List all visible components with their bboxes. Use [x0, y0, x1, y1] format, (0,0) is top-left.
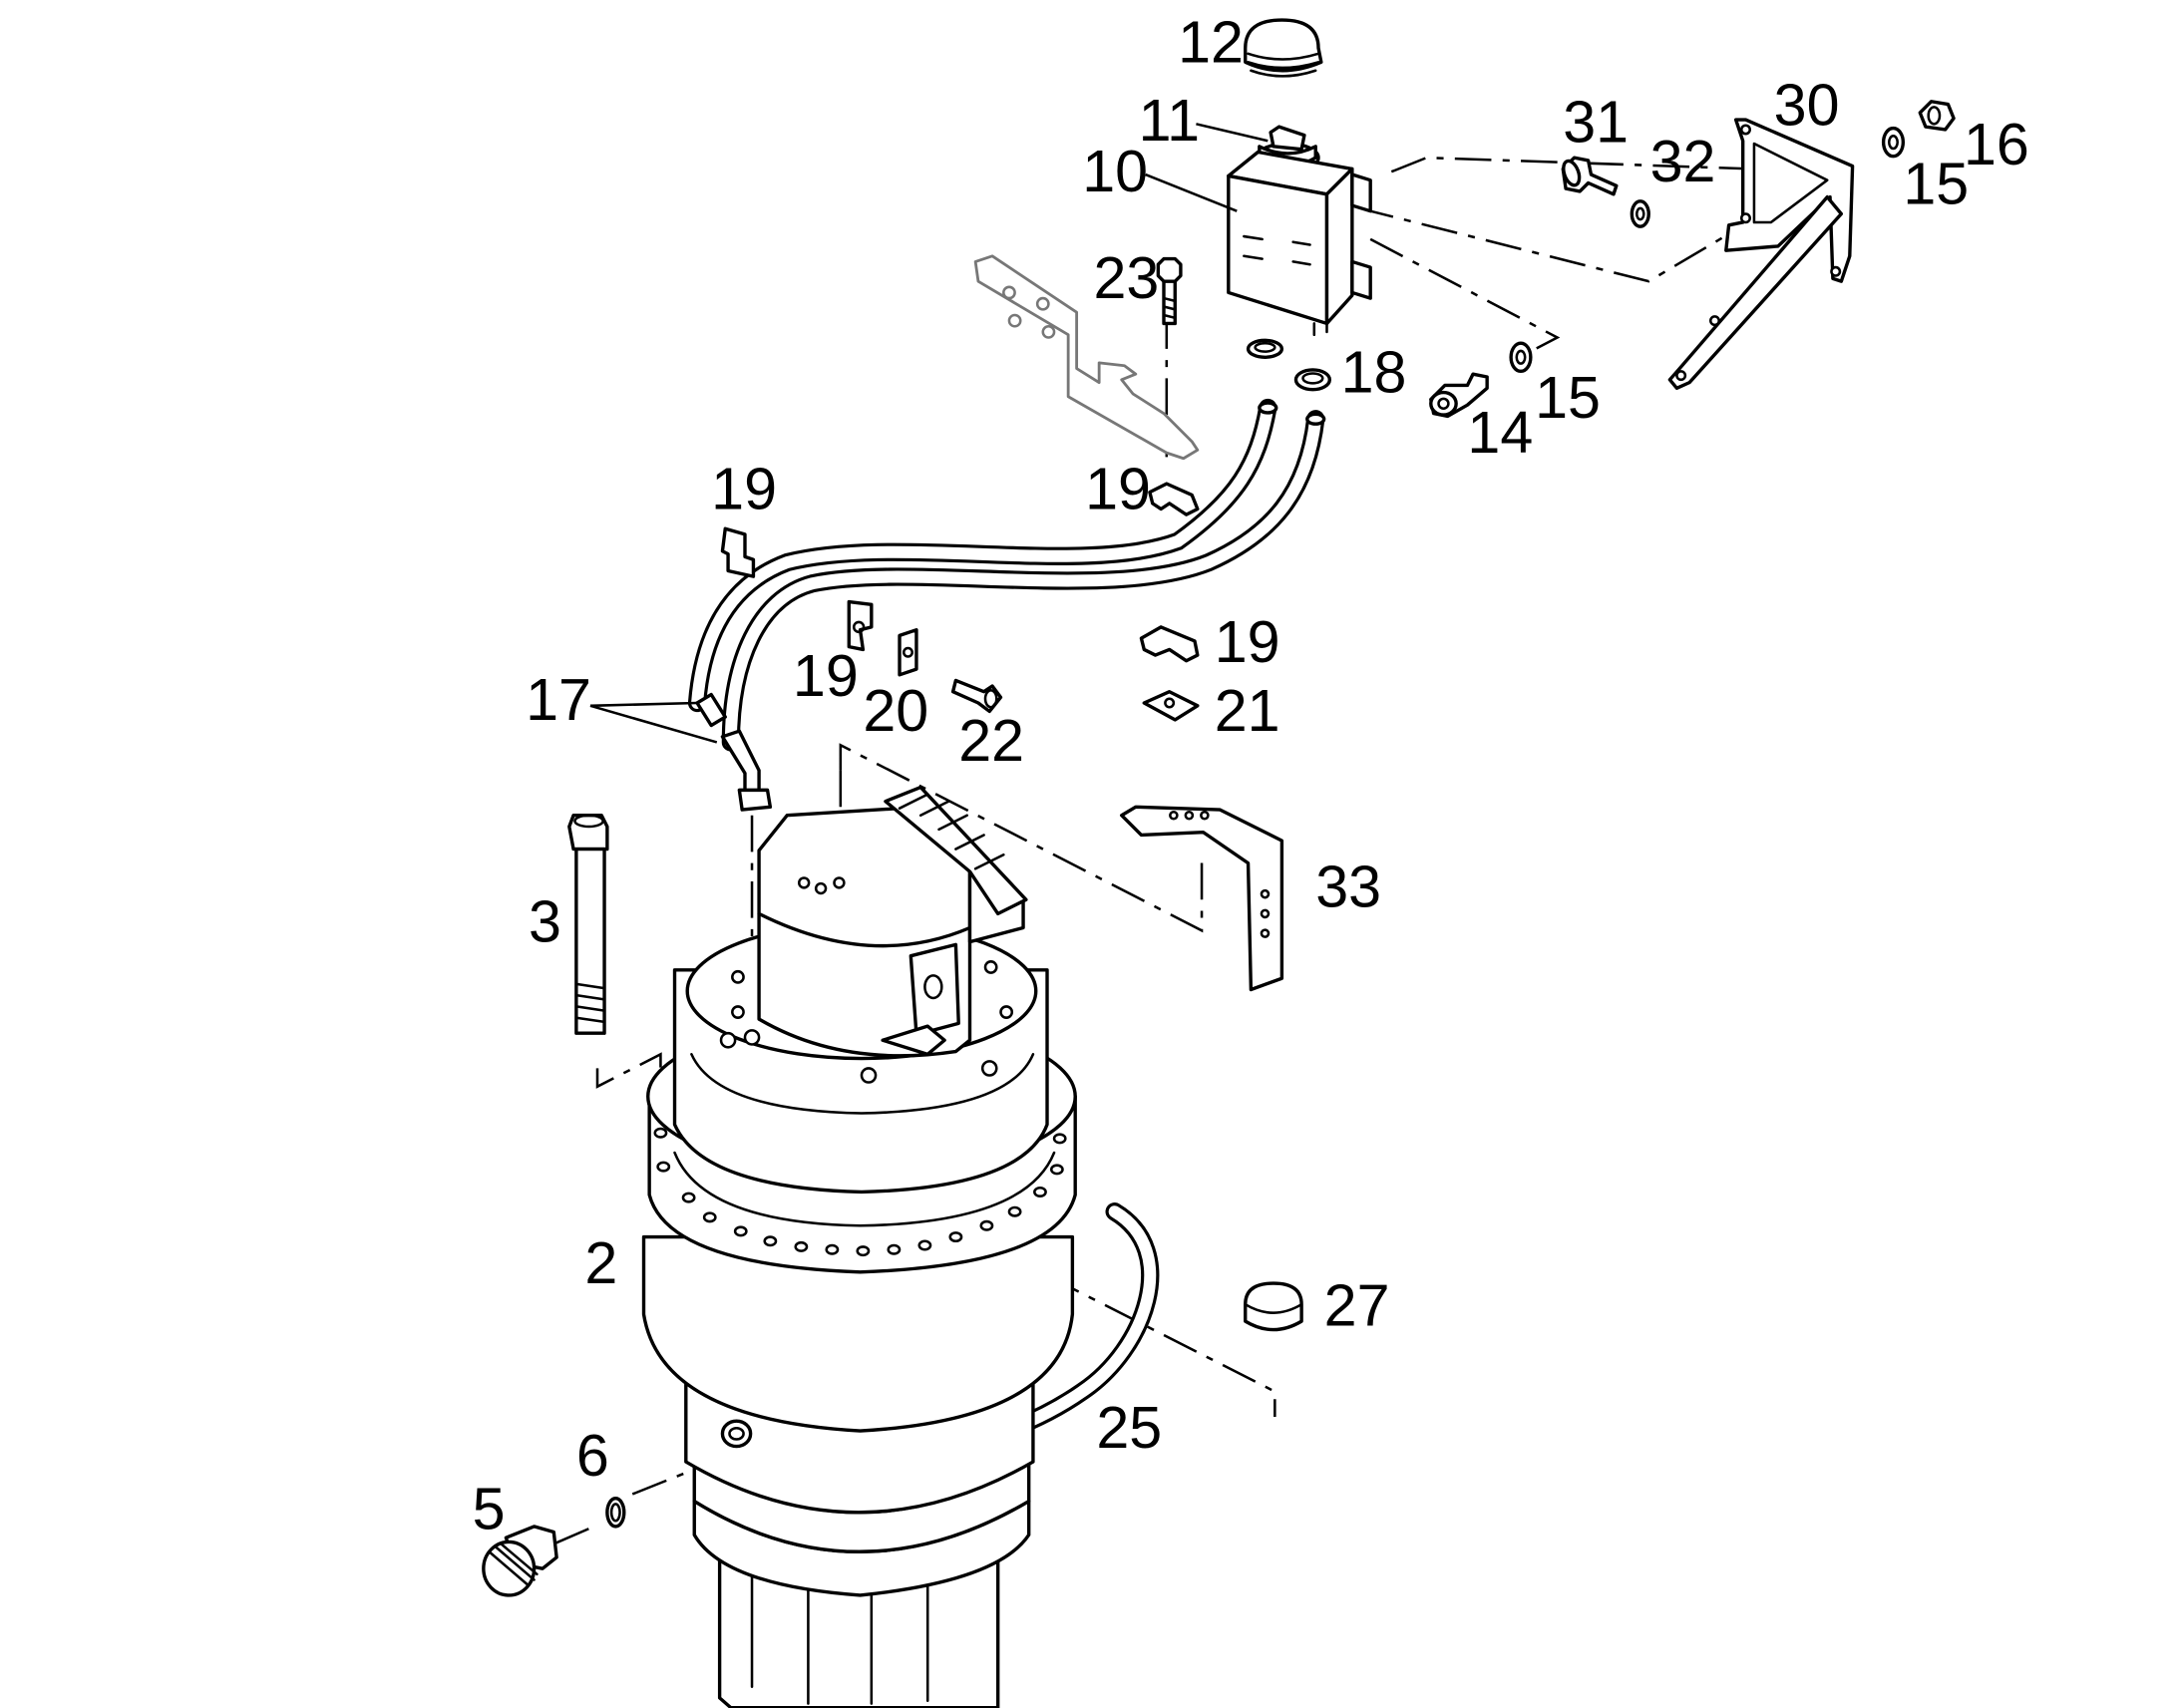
callout-32: 32 — [1650, 128, 1716, 194]
callout-5: 5 — [473, 1476, 506, 1542]
callout-19-middle: 19 — [793, 642, 859, 709]
bracket-33 — [1120, 805, 1284, 992]
callout-22: 22 — [958, 707, 1024, 774]
fittings-17 — [695, 692, 773, 812]
reservoir-10 — [1227, 150, 1372, 336]
callout-15-mid: 15 — [1535, 364, 1601, 431]
nut-20 — [898, 628, 918, 677]
nut-21 — [1142, 690, 1200, 722]
cap-12 — [1244, 18, 1323, 78]
bolt-31 — [1561, 156, 1619, 196]
clip-19-top — [1148, 482, 1200, 516]
callout-6: 6 — [576, 1422, 609, 1489]
callout-2: 2 — [584, 1229, 617, 1296]
clip-19-middle — [847, 599, 874, 652]
clip-19-right — [1139, 625, 1200, 663]
nut-16 — [1918, 100, 1956, 132]
callout-33: 33 — [1315, 853, 1381, 919]
callout-19-top: 19 — [1085, 455, 1151, 521]
mount-bracket-ghost — [973, 254, 1200, 461]
callout-18: 18 — [1341, 339, 1407, 406]
clamps-18 — [1246, 338, 1331, 392]
gearbox-2 — [641, 785, 1077, 1708]
callout-14: 14 — [1467, 399, 1533, 466]
washer-15-top — [1881, 126, 1906, 159]
flange-bolt-holes — [653, 1088, 1067, 1257]
callouts: 12 11 10 31 30 32 16 15 23 18 15 14 19 1… — [473, 8, 2029, 1541]
callout-21: 21 — [1215, 677, 1280, 744]
callout-3: 3 — [529, 888, 561, 955]
washer-15-mid — [1509, 341, 1533, 374]
washer-32 — [1630, 199, 1650, 228]
leader-lines — [589, 123, 1269, 744]
callout-31: 31 — [1563, 89, 1629, 156]
clip-19-left — [720, 526, 756, 578]
bolt-3 — [567, 814, 609, 1035]
callout-12: 12 — [1178, 8, 1244, 75]
bolt-22 — [950, 678, 1003, 714]
callout-23: 23 — [1094, 244, 1160, 311]
callout-25: 25 — [1096, 1394, 1162, 1461]
callout-10: 10 — [1082, 138, 1148, 204]
callout-19-left: 19 — [711, 455, 777, 521]
plug-27 — [1244, 1281, 1303, 1332]
bracket-30 — [1667, 118, 1855, 390]
callout-19-right: 19 — [1215, 608, 1280, 675]
callout-30: 30 — [1774, 72, 1840, 139]
o-ring-6 — [605, 1497, 626, 1529]
bolt-14 — [1429, 372, 1489, 419]
callout-15-top: 15 — [1903, 151, 1969, 217]
callout-17: 17 — [526, 666, 591, 733]
bolt-23 — [1156, 256, 1183, 326]
callout-11: 11 — [1139, 87, 1200, 154]
callout-20: 20 — [863, 677, 928, 744]
callout-27: 27 — [1324, 1271, 1390, 1338]
plug-5 — [482, 1525, 558, 1597]
callout-16: 16 — [1964, 111, 2029, 177]
